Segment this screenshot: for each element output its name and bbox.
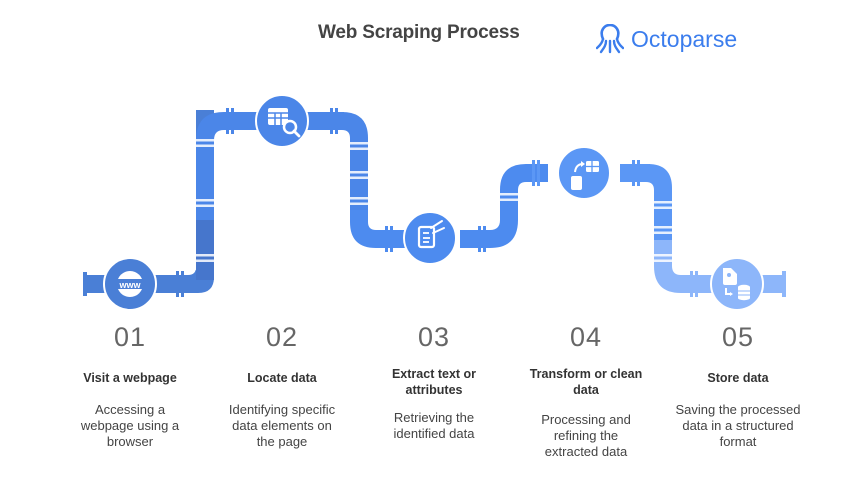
table-search-icon bbox=[268, 108, 301, 138]
brand-name: Octoparse bbox=[631, 25, 738, 52]
step-title: Locate data bbox=[247, 371, 317, 385]
step-node-2 bbox=[255, 94, 309, 148]
step-title: Extract text or attributes bbox=[391, 367, 477, 397]
pipe-segment-3 bbox=[350, 164, 548, 252]
pipeline-diagram: www bbox=[83, 94, 786, 311]
transform-data-icon bbox=[571, 161, 599, 190]
step-3: 03 Extract text or attributes Retrieving… bbox=[359, 322, 509, 462]
step-description: Saving the processed data in a structure… bbox=[675, 402, 801, 449]
database-store-icon bbox=[723, 268, 750, 301]
step-5: 05 Store data Saving the processed data … bbox=[663, 322, 813, 462]
step-node-1: www bbox=[103, 257, 157, 311]
step-number: 01 bbox=[113, 322, 147, 352]
step-number: 04 bbox=[569, 322, 603, 352]
document-extract-icon bbox=[417, 220, 445, 249]
step-node-5 bbox=[710, 257, 764, 311]
step-1: 01 Visit a webpage Accessing a webpage u… bbox=[55, 322, 205, 462]
step-2: 02 Locate data Identifying specific data… bbox=[207, 322, 357, 462]
step-description: Accessing a webpage using a browser bbox=[80, 402, 180, 449]
step-number: 02 bbox=[265, 322, 299, 352]
svg-text:www: www bbox=[118, 280, 141, 290]
pipe-segment-2 bbox=[193, 108, 371, 280]
step-number: 03 bbox=[417, 322, 451, 352]
step-4: 04 Transform or clean data Processing an… bbox=[511, 322, 661, 462]
step-description: Retrieving the identified data bbox=[393, 410, 475, 441]
step-node-3 bbox=[403, 211, 457, 265]
pipe-segment-5 bbox=[651, 240, 786, 297]
step-number: 05 bbox=[721, 322, 755, 352]
step-title: Store data bbox=[707, 371, 769, 385]
pipe-segment-4 bbox=[532, 160, 675, 240]
step-title: Visit a webpage bbox=[83, 371, 177, 385]
step-title: Transform or clean data bbox=[529, 367, 643, 397]
www-globe-icon: www bbox=[115, 271, 145, 297]
brand-logo: Octoparse bbox=[596, 24, 737, 54]
page-title: Web Scraping Process bbox=[318, 22, 520, 43]
step-description: Identifying specific data elements on th… bbox=[228, 402, 336, 449]
step-node-4 bbox=[557, 146, 611, 200]
step-description: Processing and refining the extracted da… bbox=[541, 412, 631, 459]
octopus-icon bbox=[596, 24, 624, 54]
